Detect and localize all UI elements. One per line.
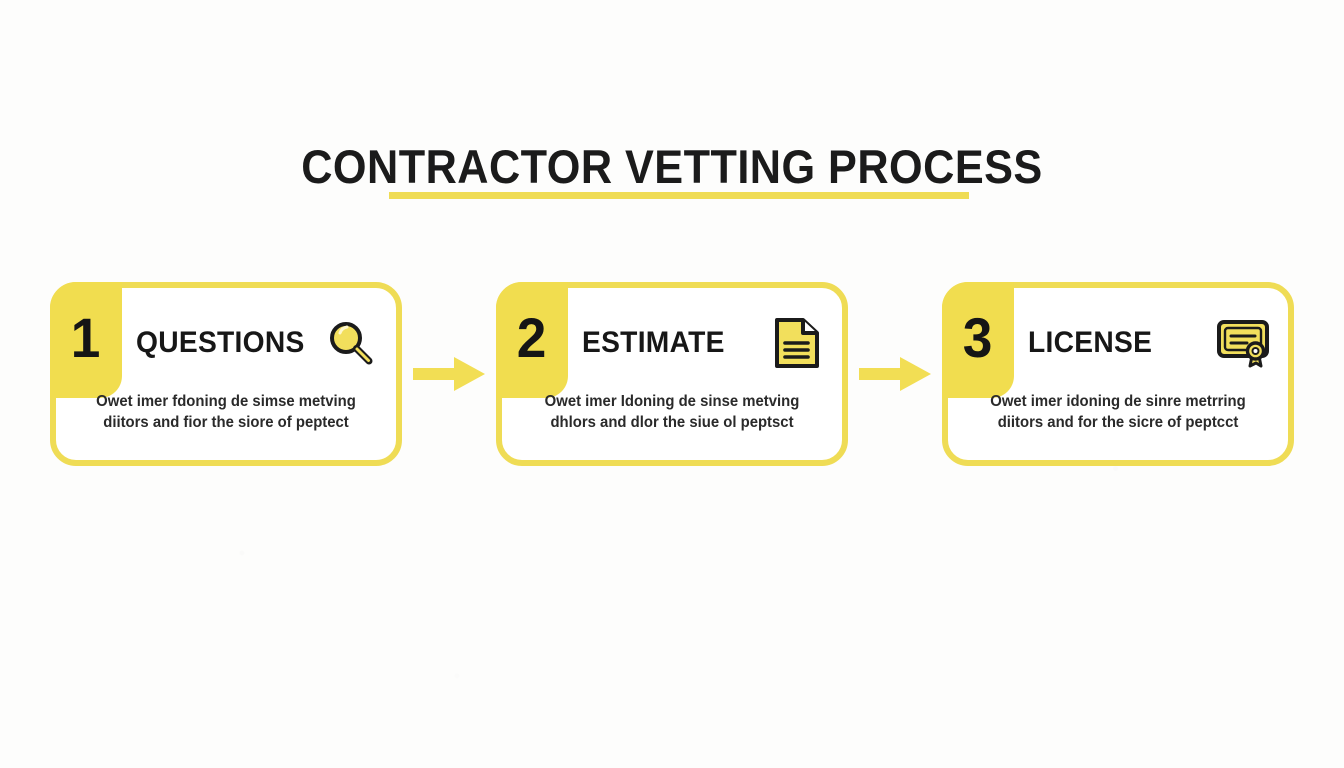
step-body-1-line1: Owet imer fdoning de simse metving — [96, 393, 356, 410]
step-number-2: 2 — [517, 306, 547, 369]
step-body-1: Owet imer fdoning de simse metving diito… — [84, 392, 368, 433]
step-card-estimate[interactable]: 2 ESTIMATE Owet imer Idoning de sinse me… — [496, 282, 848, 466]
page-title: CONTRACTOR VETTING PROCESS — [301, 140, 1043, 193]
title-block: CONTRACTOR VETTING PROCESS — [0, 140, 1344, 199]
step-number-badge-3: 3 — [942, 282, 1014, 398]
arrow-2-to-3-icon — [848, 354, 942, 394]
step-body-3: Owet imer idoning de sinre metrring diit… — [976, 392, 1260, 433]
step-body-3-line2: diitors and for the sicre of peptcct — [997, 413, 1239, 431]
step-title-license: LICENSE — [1028, 326, 1153, 359]
step-title-estimate: ESTIMATE — [582, 326, 725, 359]
step-number-badge-1: 1 — [50, 282, 122, 398]
step-number-badge-2: 2 — [496, 282, 568, 398]
title-underline — [389, 192, 969, 199]
process-steps-row: 1 QUESTIONS Owet imer fdoning de simse m… — [0, 282, 1344, 466]
document-icon — [770, 316, 824, 370]
step-header-3: LICENSE — [1028, 312, 1270, 374]
certificate-icon — [1216, 316, 1270, 370]
magnifier-icon — [324, 316, 378, 370]
step-header-2: ESTIMATE — [582, 312, 824, 374]
step-card-questions[interactable]: 1 QUESTIONS Owet imer fdoning de simse m… — [50, 282, 402, 466]
step-body-3-line1: Owet imer idoning de sinre metrring — [990, 393, 1246, 410]
step-body-2: Owet imer Idoning de sinse metving dhlor… — [530, 392, 814, 433]
step-body-2-line2: dhlors and dlor the siue ol peptsct — [550, 413, 794, 431]
step-header-1: QUESTIONS — [136, 312, 378, 374]
step-card-license[interactable]: 3 LICENSE Owet imer idoning de sinre met… — [942, 282, 1294, 466]
step-number-3: 3 — [963, 306, 993, 369]
arrow-1-to-2-icon — [402, 354, 496, 394]
step-body-2-line1: Owet imer Idoning de sinse metving — [544, 393, 800, 410]
step-title-questions: QUESTIONS — [136, 326, 305, 359]
step-number-1: 1 — [71, 306, 101, 369]
step-body-1-line2: diitors and fior the siore of peptect — [103, 413, 349, 431]
